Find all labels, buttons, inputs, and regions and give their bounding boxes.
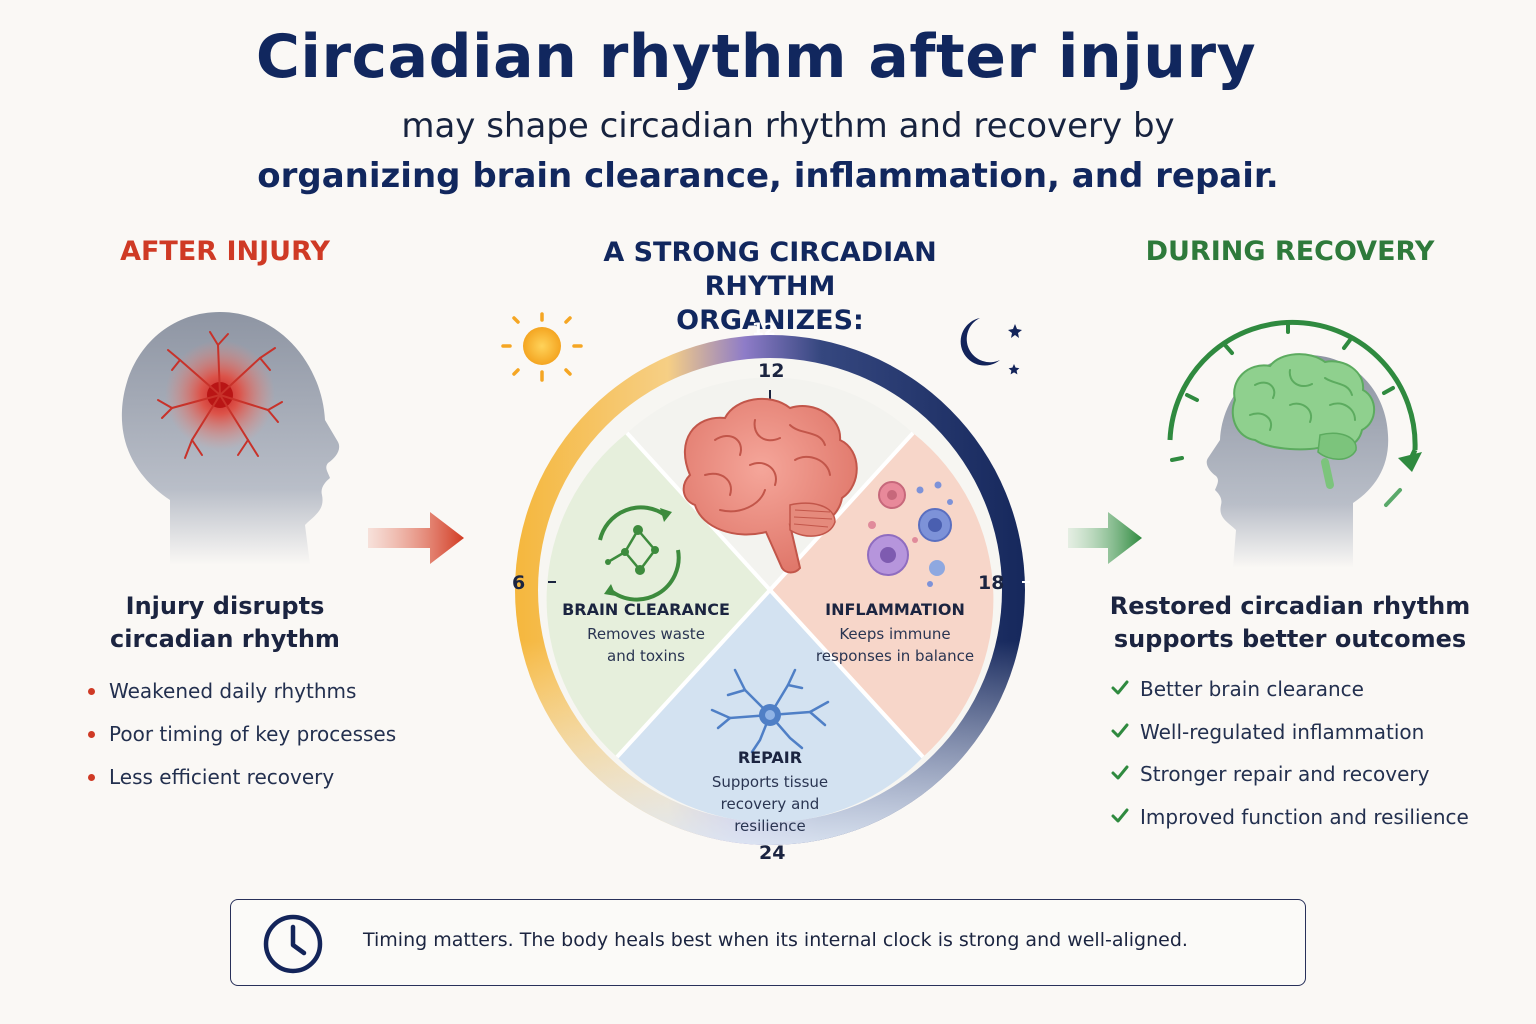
inflammation-label: INFLAMMATION Keeps immune responses in b… <box>800 600 990 667</box>
list-item-text: Better brain clearance <box>1140 677 1364 701</box>
repair-label: REPAIR Supports tissue recovery and resi… <box>680 748 860 837</box>
neuron-icon <box>710 668 830 754</box>
during-recovery-caption-line-1: Restored circadian rhythm <box>1109 592 1471 620</box>
hour-6-label: 6 <box>512 572 526 594</box>
circadian-heading-line-1: A STRONG CIRCADIAN RHYTHM <box>603 237 937 302</box>
brain-clearance-desc-line-2: and toxins <box>607 647 685 665</box>
list-item-text: Weakened daily rhythms <box>109 679 357 703</box>
immune-cells-icon <box>867 481 953 587</box>
after-injury-list: Weakened daily rhythms Poor timing of ke… <box>88 677 396 806</box>
bullet-icon <box>88 774 95 781</box>
checkmark-icon <box>1111 680 1129 695</box>
brain-clearance-label: BRAIN CLEARANCE Removes waste and toxins <box>556 600 736 667</box>
footer-text: Timing matters. The body heals best when… <box>363 929 1188 951</box>
bullet-icon <box>88 731 95 738</box>
inflammation-desc-line-2: responses in balance <box>815 647 975 665</box>
green-arrow-icon <box>1068 512 1142 564</box>
injured-head-icon <box>121 312 340 565</box>
bullet-icon <box>88 688 95 695</box>
inflammation-desc-line-1: Keeps immune <box>839 625 951 643</box>
brain-clearance-desc-line-1: Removes waste <box>587 625 705 643</box>
list-item: Poor timing of key processes <box>88 720 396 763</box>
during-recovery-list: Better brain clearance Well-regulated in… <box>1110 675 1469 845</box>
checkmark-icon <box>1111 765 1129 780</box>
circadian-clock-diagram: 12 12 6 18 24 BRAIN CLEARANCE Removes wa… <box>490 300 1050 880</box>
list-item-text: Well-regulated inflammation <box>1140 719 1425 744</box>
after-injury-caption: Injury disrupts circadian rhythm <box>90 590 360 656</box>
timing-footer-box: Timing matters. The body heals best when… <box>230 899 1306 986</box>
after-injury-heading: AFTER INJURY <box>120 236 330 267</box>
brain-icon <box>682 397 858 574</box>
clearance-network-icon <box>598 505 681 602</box>
list-item: Better brain clearance <box>1110 675 1469 718</box>
during-recovery-heading: DURING RECOVERY <box>1145 236 1435 267</box>
repair-desc-line-1: Supports tissue <box>711 773 829 791</box>
circadian-organizes-heading: A STRONG CIRCADIAN RHYTHM ORGANIZES: <box>540 236 1000 338</box>
hour-12-label: 12 <box>758 360 785 382</box>
hour-24-label: 24 <box>759 842 786 864</box>
after-injury-caption-line-1: Injury disrupts <box>125 592 325 620</box>
list-item: Well-regulated inflammation <box>1110 718 1469 761</box>
brain-clearance-title: BRAIN CLEARANCE <box>562 600 730 619</box>
list-item: Weakened daily rhythms <box>88 677 396 720</box>
circadian-heading-line-2: ORGANIZES: <box>676 305 864 336</box>
inflammation-title: INFLAMMATION <box>825 600 965 619</box>
list-item-text: Stronger repair and recovery <box>1140 762 1430 786</box>
hour-12-outer-label: 12 <box>752 320 776 340</box>
hour-18-label: 18 <box>978 572 1005 594</box>
checkmark-icon <box>1111 723 1129 737</box>
list-item: Improved function and resilience <box>1110 803 1469 846</box>
list-item-text: Poor timing of key processes <box>109 722 397 746</box>
subtitle-line-1: may shape circadian rhythm and recovery … <box>401 106 1175 146</box>
during-recovery-caption-line-2: supports better outcomes <box>1113 625 1467 653</box>
after-injury-caption-line-2: circadian rhythm <box>110 625 340 653</box>
sun-icon <box>501 312 583 382</box>
page-title: Circadian rhythm after injury <box>255 22 1257 92</box>
list-item-text: Improved function and resilience <box>1140 804 1469 829</box>
list-item-text: Less efficient recovery <box>109 765 335 789</box>
during-recovery-caption: Restored circadian rhythm supports bette… <box>1100 590 1480 656</box>
red-arrow-icon <box>368 512 464 564</box>
recovered-head-icon <box>1167 319 1422 568</box>
subtitle-line-2: organizing brain clearance, inflammation… <box>257 156 1279 196</box>
clock-icon <box>263 914 323 974</box>
circadian-clock-graphic <box>501 312 1030 845</box>
checkmark-icon <box>1111 808 1129 822</box>
list-item: Less efficient recovery <box>88 763 396 806</box>
repair-title: REPAIR <box>737 748 803 767</box>
healthy-brain-icon <box>1231 353 1376 489</box>
repair-desc-line-3: resilience <box>734 817 806 835</box>
list-item: Stronger repair and recovery <box>1110 760 1469 803</box>
moon-icon <box>960 318 1022 375</box>
repair-desc-line-2: recovery and <box>720 795 820 813</box>
